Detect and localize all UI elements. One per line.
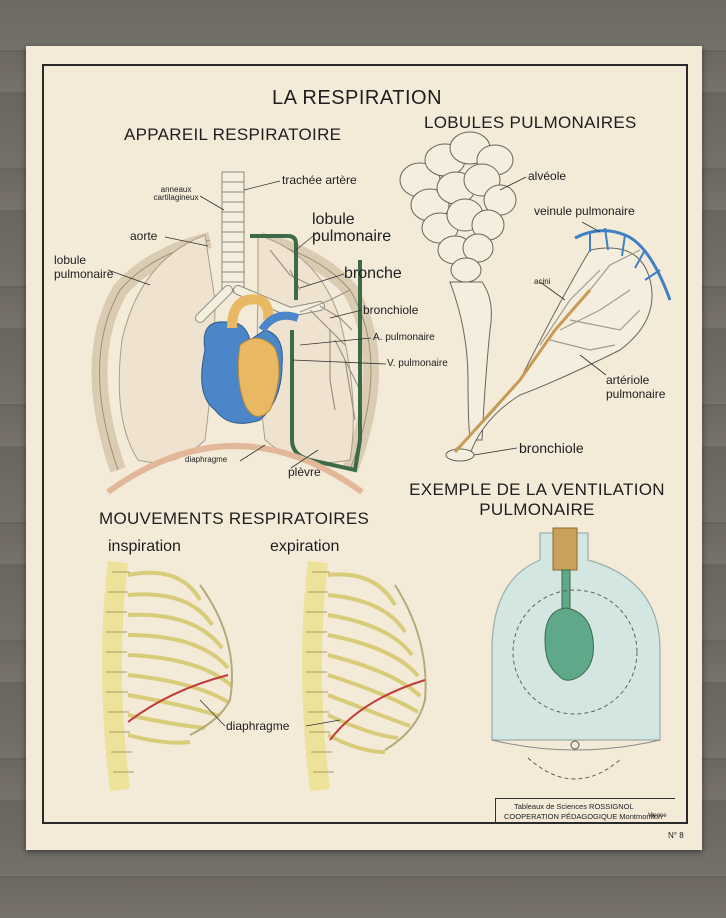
credit-line-3: Vienne	[648, 813, 667, 819]
label-cartilage-rings: anneaux cartilagineux	[153, 185, 199, 202]
cork-stopper	[552, 527, 578, 571]
lobule-branches	[539, 249, 641, 351]
respiratory-system-illustration	[91, 171, 387, 495]
membrane-knob	[570, 740, 580, 750]
label-bronchiole-lobule: bronchiole	[519, 440, 584, 456]
poster-frame	[42, 64, 688, 824]
balloon-lung	[544, 607, 594, 681]
label-pulmonary-vein: V. pulmonaire	[387, 358, 448, 369]
poster-title: LA RESPIRATION	[272, 87, 443, 109]
ribs-inspiration	[127, 570, 234, 745]
lobule-leader-lines	[473, 176, 607, 456]
label-venule: veinule pulmonaire	[534, 204, 635, 218]
respiratory-leader-lines	[107, 180, 387, 469]
diaphragm-expiration	[329, 679, 426, 741]
breathing-movements-illustration	[101, 560, 427, 792]
label-inspiration: inspiration	[108, 538, 181, 555]
alveoli-cluster	[399, 131, 517, 283]
glass-tube	[561, 569, 571, 611]
label-alveolus: alvéole	[528, 169, 567, 183]
lobules-illustration	[399, 131, 672, 462]
respiratory-system-heading: APPAREIL RESPIRATOIRE	[124, 125, 342, 144]
label-aorta: aorte	[130, 229, 158, 243]
label-acini: acini	[534, 277, 551, 286]
thorax-edge-right	[259, 239, 372, 471]
ribs-expiration	[327, 572, 422, 754]
aortic-arch	[227, 294, 274, 329]
spine-expiration	[301, 560, 330, 792]
movements-heading: MOUVEMENTS RESPIRATOIRES	[99, 509, 370, 528]
label-trachea: trachée artère	[282, 173, 357, 187]
label-bronchiole-main: bronchiole	[363, 303, 419, 317]
balloon-expansion-circle	[512, 589, 638, 715]
venule-branches	[589, 227, 661, 281]
lobule-arteriole	[453, 289, 592, 454]
label-pleura: plèvre	[288, 465, 321, 479]
lobules-heading: LOBULES PULMONAIRES	[424, 113, 637, 132]
ventilation-heading: EXEMPLE DE LA VENTILATION PULMONAIRE	[409, 480, 665, 520]
label-lobule-right: lobule pulmonaire	[312, 211, 392, 245]
heart-left-side	[237, 337, 280, 417]
thorax-edge-left	[99, 239, 211, 471]
poster-number: N° 8	[668, 831, 684, 840]
credit-line-2: COOPERATION PÉDAGOGIQUE Montmorillon	[504, 812, 663, 821]
label-arteriole: artériole pulmonaire	[606, 373, 666, 401]
credit-line-1: Tableaux de Sciences ROSSIGNOL	[514, 802, 634, 811]
inspiration-ribcage	[101, 560, 234, 792]
ventilation-model-illustration	[491, 527, 661, 780]
alveolar-stem	[449, 281, 492, 441]
membrane-pull-curve	[527, 757, 623, 780]
diaphragm-arc	[106, 443, 364, 495]
movements-leader-lines	[199, 699, 341, 727]
label-bronchus: bronche	[344, 265, 402, 282]
label-expiration: expiration	[270, 538, 340, 555]
trachea-rings	[222, 181, 244, 283]
label-diaphragm-movements: diaphragme	[226, 719, 290, 733]
label-diaphragm-system: diaphragme	[185, 455, 228, 464]
label-pulmonary-artery: A. pulmonaire	[373, 332, 435, 343]
pulmonary-artery-trunk	[258, 311, 300, 333]
label-lobule-left: lobule pulmonaire	[54, 253, 114, 281]
sternum-expiration	[384, 584, 427, 751]
spine-inspiration	[101, 560, 130, 792]
sternum-inspiration	[189, 584, 233, 736]
rubber-membrane	[491, 739, 661, 751]
bronchiole-opening	[445, 448, 475, 462]
diaphragm-inspiration	[127, 674, 229, 723]
expiration-ribcage	[301, 560, 427, 792]
publisher-credit-box: Tableaux de Sciences ROSSIGNOL COOPERATI…	[495, 798, 675, 824]
